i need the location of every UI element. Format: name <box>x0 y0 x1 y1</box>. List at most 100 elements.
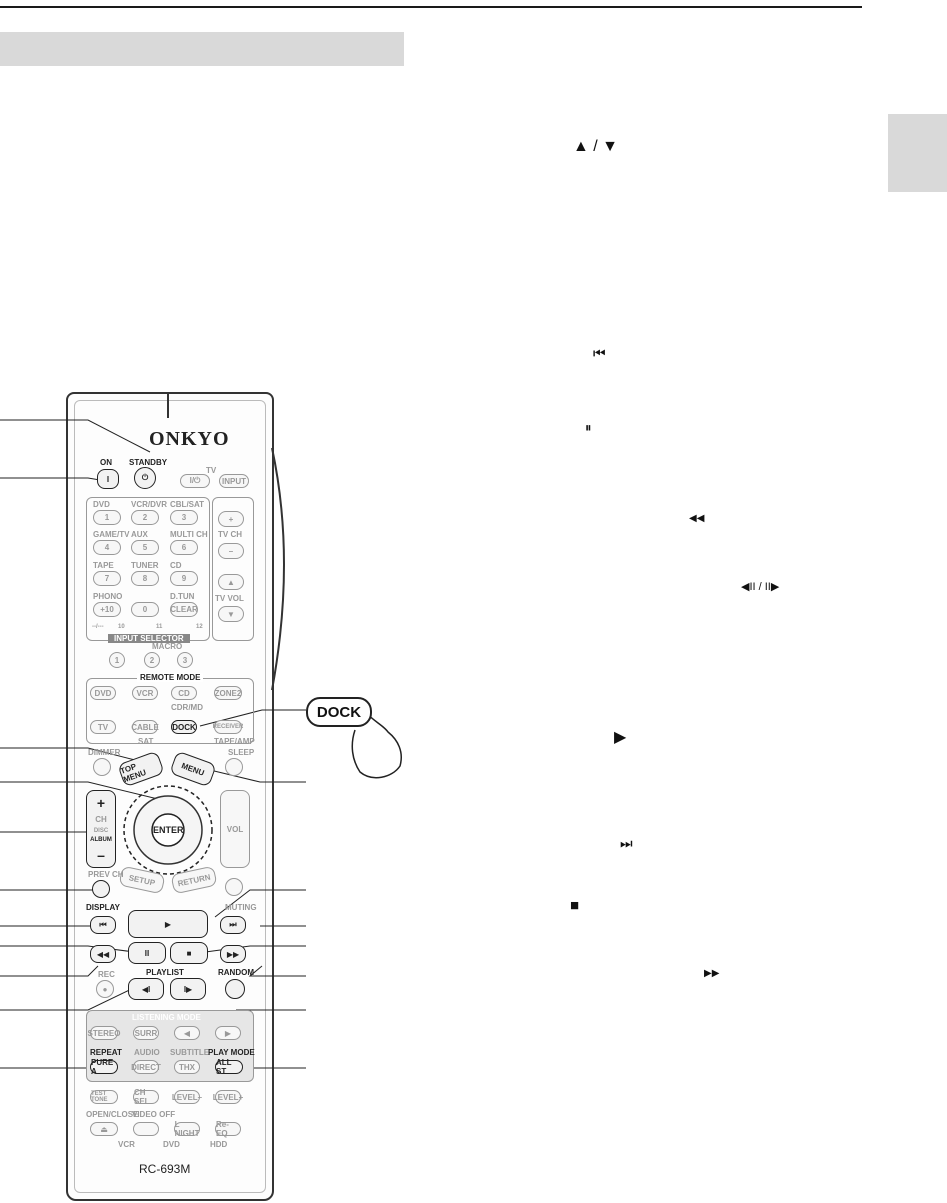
fast-forward-button[interactable]: ▶▶ <box>220 945 246 963</box>
ch-sel-button[interactable]: CH SEL <box>133 1088 159 1106</box>
input-button[interactable]: 3 <box>170 510 198 525</box>
mode-tv-button[interactable]: TV <box>90 720 116 734</box>
input-sub-number: --/--- <box>92 624 104 630</box>
listening-mode-label: LISTENING MODE <box>132 1013 201 1022</box>
next-track-button[interactable]: ⏭ <box>220 916 246 934</box>
mode-cable-button[interactable]: CABLE <box>131 720 159 734</box>
input-button[interactable]: 0 <box>131 602 159 617</box>
play-mode-button[interactable]: ALL ST <box>215 1058 243 1076</box>
dimmer-label: DIMMER <box>88 748 121 757</box>
repeat-button[interactable]: PURE A <box>90 1058 118 1076</box>
prev-ch-button[interactable] <box>92 880 110 898</box>
level-plus-button[interactable]: LEVEL+ <box>213 1090 243 1104</box>
thx-button[interactable]: THX <box>174 1060 200 1074</box>
pause-button[interactable]: II <box>128 942 166 964</box>
section-heading-bar <box>0 32 404 66</box>
input-button[interactable]: +10 <box>93 602 121 617</box>
play-button[interactable]: ▶ <box>128 910 208 938</box>
video-off-button[interactable] <box>133 1122 159 1136</box>
side-thumb-tab <box>888 114 947 192</box>
prev-ch-label: PREV CH <box>88 870 124 879</box>
input-button[interactable]: 5 <box>131 540 159 555</box>
open-close-button[interactable]: ⏏ <box>90 1122 118 1136</box>
stereo-button[interactable]: STEREO <box>88 1026 120 1040</box>
muting-label: MUTING <box>225 903 257 912</box>
rewind-button[interactable]: ◀◀ <box>90 945 116 963</box>
tv-ch-down-button[interactable]: – <box>218 543 244 559</box>
standby-button[interactable]: ⏻ <box>134 467 156 489</box>
vol-label: VOL <box>226 824 244 834</box>
level-minus-button[interactable]: LEVEL– <box>172 1090 202 1104</box>
stop-button[interactable]: ■ <box>170 942 208 964</box>
muting-side-button[interactable] <box>225 878 243 896</box>
input-button[interactable]: CLEAR <box>170 602 198 617</box>
tv-power-button[interactable]: I/⏻ <box>180 474 210 488</box>
surr-button[interactable]: SURR <box>133 1026 159 1040</box>
macro-3-button[interactable]: 3 <box>177 652 193 668</box>
random-button[interactable] <box>225 979 245 999</box>
on-label: ON <box>100 458 112 467</box>
playlist-label: PLAYLIST <box>146 968 184 977</box>
mode-vcr-button[interactable]: VCR <box>132 686 158 700</box>
open-close-label: OPEN/CLOSE <box>86 1110 139 1119</box>
input-button[interactable]: 7 <box>93 571 121 586</box>
input-selector-label: INPUT SELECTOR <box>108 634 190 643</box>
macro-2-button[interactable]: 2 <box>144 652 160 668</box>
video-off-label: VIDEO OFF <box>132 1110 176 1119</box>
input-label: GAME/TV <box>93 530 130 539</box>
mode-zone2-button[interactable]: ZONE2 <box>214 686 242 700</box>
lm-left-button[interactable]: ◀ <box>174 1026 200 1040</box>
rewind-icon: ◀◀ <box>689 513 705 524</box>
tv-vol-up-button[interactable]: ▲ <box>218 574 244 590</box>
macro-1-button[interactable]: 1 <box>109 652 125 668</box>
remote-mode-label: REMOTE MODE <box>137 673 204 682</box>
album-ch-rocker[interactable]: + CH DISC ALBUM – <box>86 790 116 868</box>
vol-rocker[interactable]: VOL <box>220 790 250 868</box>
brand-logo: ONKYO <box>149 428 230 450</box>
on-button[interactable]: I <box>97 469 119 489</box>
tape-amp-label: TAPE/AMP <box>214 737 255 746</box>
tv-vol-down-button[interactable]: ▼ <box>218 606 244 622</box>
input-label: CD <box>170 561 182 570</box>
input-label: DVD <box>93 500 110 509</box>
input-button[interactable]: 9 <box>170 571 198 586</box>
mode-cd-button[interactable]: CD <box>171 686 197 700</box>
rec-button[interactable]: ● <box>96 980 114 998</box>
tv-ch-up-button[interactable]: + <box>218 511 244 527</box>
prev-track-button[interactable]: ⏮ <box>90 916 116 934</box>
top-rule <box>0 6 862 8</box>
re-eq-button[interactable]: Re-EQ <box>215 1120 241 1138</box>
enter-button[interactable]: ENTER <box>153 825 184 835</box>
sleep-button[interactable] <box>225 758 243 776</box>
mode-dvd-button[interactable]: DVD <box>90 686 116 700</box>
input-label: VCR/DVR <box>131 500 168 509</box>
lm-right-button[interactable]: ▶ <box>215 1026 241 1040</box>
late-night-button[interactable]: L NIGHT <box>174 1120 200 1138</box>
test-tone-button[interactable]: TEST TONE <box>90 1090 118 1104</box>
stop-icon: ■ <box>570 897 580 914</box>
input-sub-number: 10 <box>118 624 125 630</box>
input-sub-number: 12 <box>196 624 203 630</box>
playlist-prev-button[interactable]: ◀I <box>128 978 164 1000</box>
up-down-arrows-icon: ▲ / ▼ <box>573 138 619 155</box>
input-button[interactable]: 8 <box>131 571 159 586</box>
mode-receiver-button[interactable]: RECEIVER <box>213 720 243 734</box>
input-button[interactable]: 1 <box>93 510 121 525</box>
dimmer-button[interactable] <box>93 758 111 776</box>
input-label: TAPE <box>93 561 114 570</box>
slow-motion-icon: ◀II / II▶ <box>741 581 780 593</box>
tv-input-button[interactable]: INPUT <box>219 474 249 488</box>
direct-button[interactable]: DIRECT <box>131 1060 161 1074</box>
next-track-icon: ⏭ <box>620 835 633 851</box>
input-button[interactable]: 2 <box>131 510 159 525</box>
vcr-label: VCR <box>118 1140 135 1149</box>
input-label: PHONO <box>93 592 123 601</box>
dvd-label: DVD <box>163 1140 180 1149</box>
playlist-next-button[interactable]: I▶ <box>170 978 206 1000</box>
play-mode-label: PLAY MODE <box>208 1048 255 1057</box>
audio-label: AUDIO <box>134 1048 160 1057</box>
input-button[interactable]: 4 <box>93 540 121 555</box>
mode-dock-button[interactable]: DOCK <box>171 720 197 734</box>
input-button[interactable]: 6 <box>170 540 198 555</box>
